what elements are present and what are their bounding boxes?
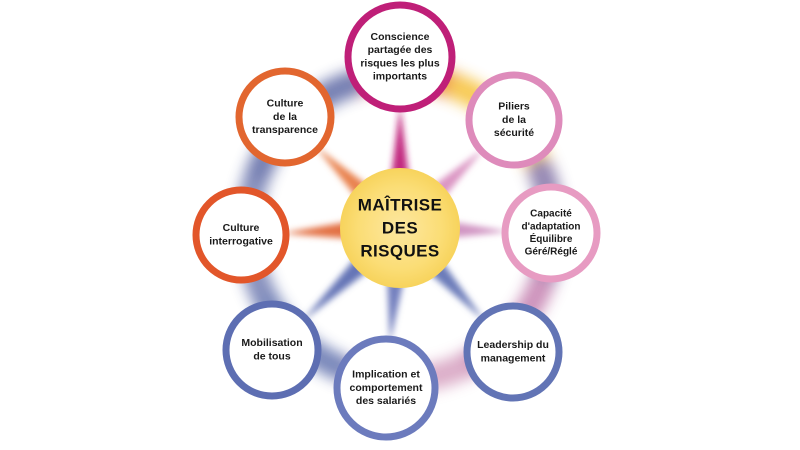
hub-label-line3: RISQUES — [360, 241, 439, 260]
node-implication-comportement-label-line-1: Implication et — [352, 369, 420, 381]
hub-circle — [340, 168, 460, 288]
node-culture-transparence-circle[interactable] — [235, 67, 335, 167]
hub-label-line1: MAÎTRISE — [358, 195, 442, 214]
node-culture-transparence-label-line-3: transparence — [252, 124, 318, 136]
node-capacite-adaptation-circle[interactable] — [501, 183, 601, 283]
node-leadership-management-circle[interactable] — [463, 302, 563, 402]
node-capacite-adaptation-label-line-4: Géré/Réglé — [525, 247, 578, 258]
node-culture-transparence-label-line-1: Culture — [267, 98, 304, 110]
node-capacite-adaptation-label-line-1: Capacité — [530, 209, 572, 220]
node-capacite-adaptation-label-line-2: d'adaptation — [521, 221, 580, 232]
node-conscience-partagee-label-line-1: Conscience — [371, 31, 430, 43]
node-implication-comportement-label-line-3: des salariés — [356, 395, 416, 407]
node-culture-interrogative-label-line-1: Culture — [223, 222, 260, 234]
node-implication-comportement-label-line-2: comportement — [350, 382, 423, 394]
node-implication-comportement-circle[interactable] — [333, 335, 439, 441]
node-conscience-partagee-label-line-2: partagée des — [368, 44, 433, 56]
node-culture-interrogative-label-line-2: interrogative — [209, 235, 273, 247]
node-piliers-securite-label-line-2: de la — [502, 114, 526, 126]
node-mobilisation-de-tous-label-line-1: Mobilisation — [241, 337, 302, 349]
node-culture-interrogative-circle[interactable] — [192, 186, 290, 284]
node-leadership-management-label-line-2: management — [481, 352, 546, 364]
node-piliers-securite-circle[interactable] — [465, 71, 563, 169]
node-culture-transparence-label-line-2: de la — [273, 111, 297, 123]
hub-label-line2: DES — [382, 218, 418, 237]
node-piliers-securite-label-line-3: sécurité — [494, 127, 534, 139]
node-conscience-partagee-circle[interactable] — [344, 1, 456, 113]
node-conscience-partagee-label-line-3: risques les plus — [360, 57, 440, 69]
node-mobilisation-de-tous-circle[interactable] — [222, 300, 322, 400]
node-piliers-securite-label-line-1: Piliers — [498, 101, 530, 113]
node-capacite-adaptation-label-line-3: Équilibre — [530, 232, 573, 245]
node-conscience-partagee-label-line-4: importants — [373, 70, 427, 82]
node-leadership-management-label-line-1: Leadership du — [477, 339, 549, 351]
node-mobilisation-de-tous-label-line-2: de tous — [253, 350, 290, 362]
